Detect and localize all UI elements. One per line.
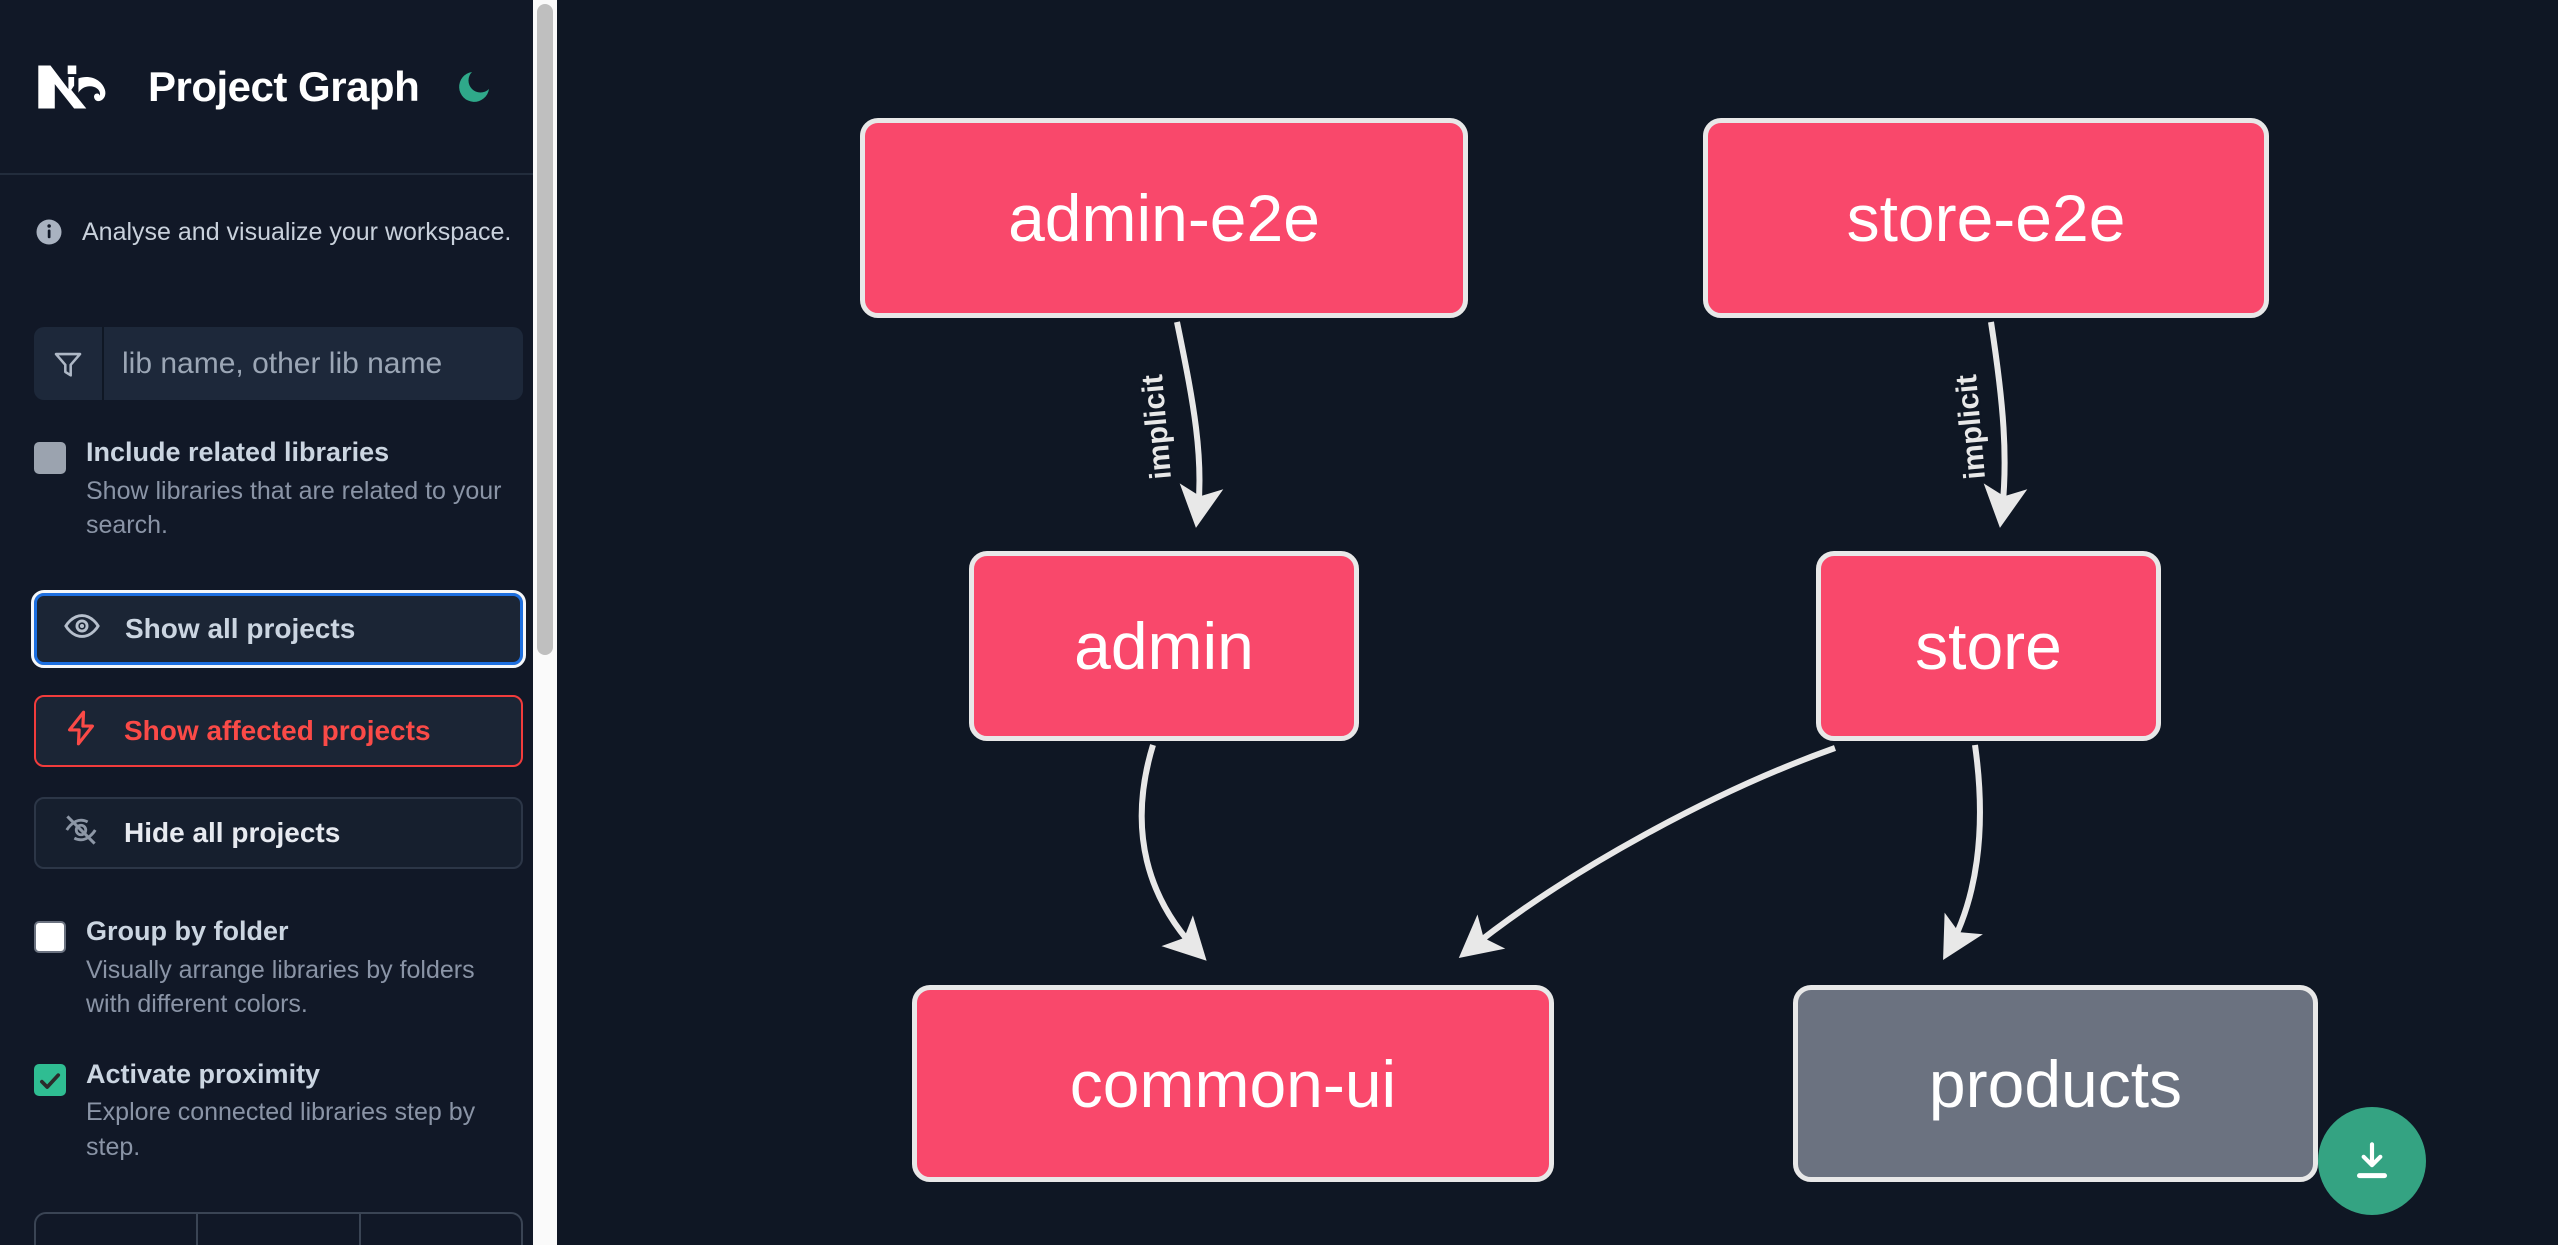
search-input[interactable] (104, 327, 523, 400)
show-all-projects-label: Show all projects (125, 612, 356, 644)
sidebar-scrollbar-thumb[interactable] (537, 4, 553, 655)
include-related-libraries-label: Include related libraries (86, 437, 390, 467)
filter-funnel-icon (34, 327, 104, 400)
group-by-folder-row[interactable]: Group by folder Visually arrange librari… (34, 915, 523, 1022)
include-related-libraries-description: Show libraries that are related to your … (86, 476, 502, 540)
graph-node-admin-e2e[interactable]: admin-e2e (860, 118, 1468, 318)
edge-store-common-ui (1458, 745, 1837, 959)
moon-icon[interactable] (451, 64, 497, 110)
graph-canvas[interactable]: admin-e2e store-e2e admin store common-u… (557, 0, 2558, 1245)
sidebar: Project Graph Analyse and visualize your… (0, 0, 557, 1245)
segment-1[interactable] (36, 1214, 199, 1245)
proximity-segmented-control[interactable] (34, 1212, 523, 1245)
edge-admin-common-ui (1138, 744, 1207, 961)
graph-node-label: admin-e2e (1008, 181, 1320, 255)
include-related-libraries-checkbox[interactable] (34, 442, 66, 474)
sidebar-body: Analyse and visualize your workspace. In… (0, 217, 557, 1245)
group-by-folder-checkbox[interactable] (34, 920, 66, 953)
edge-store-e2e-store (1983, 321, 2028, 528)
sidebar-scrollbar[interactable] (533, 0, 557, 1245)
graph-node-label: products (1928, 1046, 2183, 1121)
display-options-group: Group by folder Visually arrange librari… (34, 915, 523, 1165)
graph-node-label: store (1915, 609, 2062, 683)
activate-proximity-description: Explore connected libraries step by step… (86, 1098, 476, 1161)
graph-node-store[interactable]: store (1816, 551, 2161, 741)
eye-off-icon (62, 811, 100, 854)
activate-proximity-row[interactable]: Activate proximity Explore connected lib… (34, 1058, 523, 1165)
graph-edges (1138, 321, 2028, 961)
include-related-libraries-row[interactable]: Include related libraries Show libraries… (34, 436, 523, 543)
hide-all-projects-button[interactable]: Hide all projects (34, 796, 523, 869)
eye-icon (63, 607, 101, 650)
graph-node-label: store-e2e (1846, 181, 2126, 255)
page-title: Project Graph (148, 62, 420, 110)
activate-proximity-checkbox[interactable] (34, 1063, 66, 1096)
graph-node-admin[interactable]: admin (969, 551, 1359, 741)
graph-node-label: common-ui (1069, 1046, 1397, 1121)
activate-proximity-label: Activate proximity (86, 1058, 321, 1089)
info-icon (34, 217, 64, 247)
tagline: Analyse and visualize your workspace. (34, 217, 523, 247)
sidebar-header: Project Graph (0, 0, 557, 175)
hide-all-projects-label: Hide all projects (124, 816, 341, 848)
filter-search-box[interactable] (34, 327, 523, 400)
tagline-text: Analyse and visualize your workspace. (82, 217, 512, 246)
graph-node-store-e2e[interactable]: store-e2e (1703, 118, 2269, 318)
group-by-folder-description: Visually arrange libraries by folders wi… (86, 955, 475, 1019)
download-image-button[interactable] (2318, 1107, 2426, 1215)
graph-node-products[interactable]: products (1793, 985, 2318, 1182)
segment-2[interactable] (198, 1214, 361, 1245)
show-affected-projects-button[interactable]: Show affected projects (34, 694, 523, 767)
download-icon (2357, 1142, 2387, 1179)
group-by-folder-label: Group by folder (86, 915, 289, 946)
graph-node-common-ui[interactable]: common-ui (912, 985, 1554, 1182)
show-affected-projects-label: Show affected projects (124, 714, 431, 746)
segment-3[interactable] (361, 1214, 521, 1245)
show-all-projects-button[interactable]: Show all projects (31, 589, 526, 668)
lightning-bolt-icon (62, 709, 100, 752)
nx-logo-icon (34, 58, 120, 116)
graph-node-label: admin (1074, 609, 1254, 683)
edge-store-products (1943, 744, 1983, 960)
edge-admin-e2e-admin (1174, 321, 1224, 528)
